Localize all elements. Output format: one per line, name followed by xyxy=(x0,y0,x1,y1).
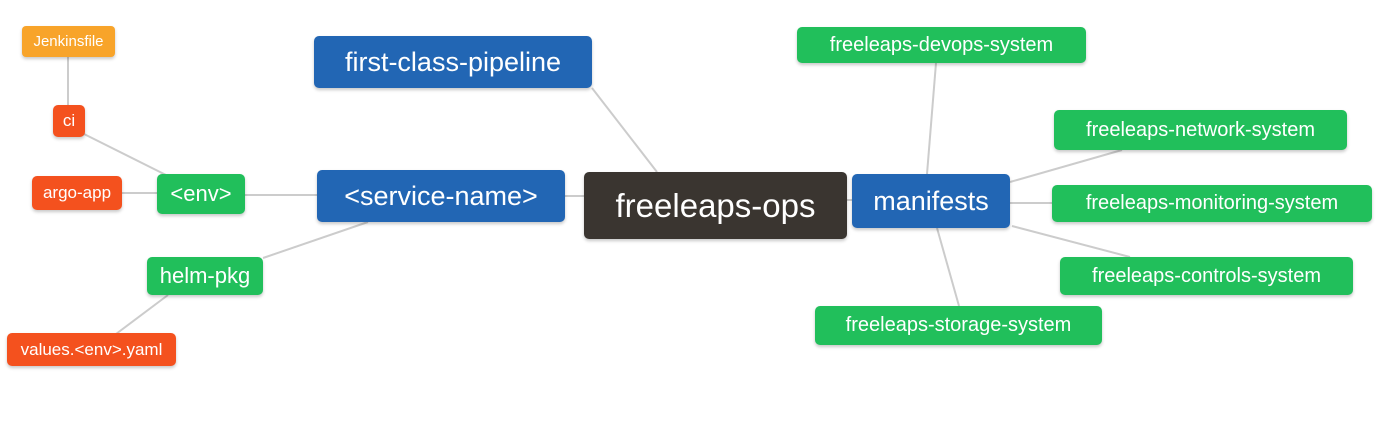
node-freeleaps-monitoring-system[interactable]: freeleaps-monitoring-system xyxy=(1052,185,1372,222)
node-env[interactable]: <env> xyxy=(157,174,245,214)
edge-helm-pkg--values-env-yaml xyxy=(115,294,169,335)
node-helm-pkg[interactable]: helm-pkg xyxy=(147,257,263,295)
edge-manifests--freeleaps-storage-system xyxy=(936,227,960,307)
node-label: helm-pkg xyxy=(159,263,251,288)
node-label: freeleaps-controls-system xyxy=(1092,264,1321,287)
edge-service-name--helm-pkg xyxy=(262,221,369,259)
node-ci[interactable]: ci xyxy=(53,105,85,137)
node-freeleaps-devops-system[interactable]: freeleaps-devops-system xyxy=(797,27,1086,63)
node-freeleaps-storage-system[interactable]: freeleaps-storage-system xyxy=(815,306,1102,345)
node-label: freeleaps-devops-system xyxy=(829,33,1054,56)
node-label: freeleaps-network-system xyxy=(1086,118,1315,141)
node-label: freeleaps-monitoring-system xyxy=(1085,192,1339,214)
node-label: values.<env>.yaml xyxy=(20,339,163,359)
node-label: <service-name> xyxy=(344,180,538,211)
node-freeleaps-network-system[interactable]: freeleaps-network-system xyxy=(1054,110,1347,150)
node-values-env-yaml[interactable]: values.<env>.yaml xyxy=(7,333,176,366)
edge-first-class-pipeline--freeleaps-ops xyxy=(591,87,658,173)
node-label: manifests xyxy=(873,185,989,216)
node-label: <env> xyxy=(170,181,232,206)
node-label: freeleaps-ops xyxy=(615,186,816,224)
node-service-name[interactable]: <service-name> xyxy=(317,170,565,222)
edge-manifests--freeleaps-controls-system xyxy=(1011,225,1131,258)
node-freeleaps-controls-system[interactable]: freeleaps-controls-system xyxy=(1060,257,1353,295)
node-argo-app[interactable]: argo-app xyxy=(32,176,122,210)
node-manifests[interactable]: manifests xyxy=(852,174,1010,228)
node-label: freeleaps-storage-system xyxy=(845,314,1072,336)
node-label: first-class-pipeline xyxy=(344,46,562,77)
node-label: Jenkinsfile xyxy=(33,33,104,50)
edge-ci--env xyxy=(83,133,171,178)
node-label: argo-app xyxy=(42,183,112,202)
edge-manifests--freeleaps-devops-system xyxy=(926,62,937,175)
node-first-class-pipeline[interactable]: first-class-pipeline xyxy=(314,36,592,88)
edge-manifests--freeleaps-network-system xyxy=(1009,149,1123,183)
node-label: ci xyxy=(62,111,76,130)
node-freeleaps-ops[interactable]: freeleaps-ops xyxy=(584,172,847,239)
node-jenkinsfile[interactable]: Jenkinsfile xyxy=(22,26,115,57)
